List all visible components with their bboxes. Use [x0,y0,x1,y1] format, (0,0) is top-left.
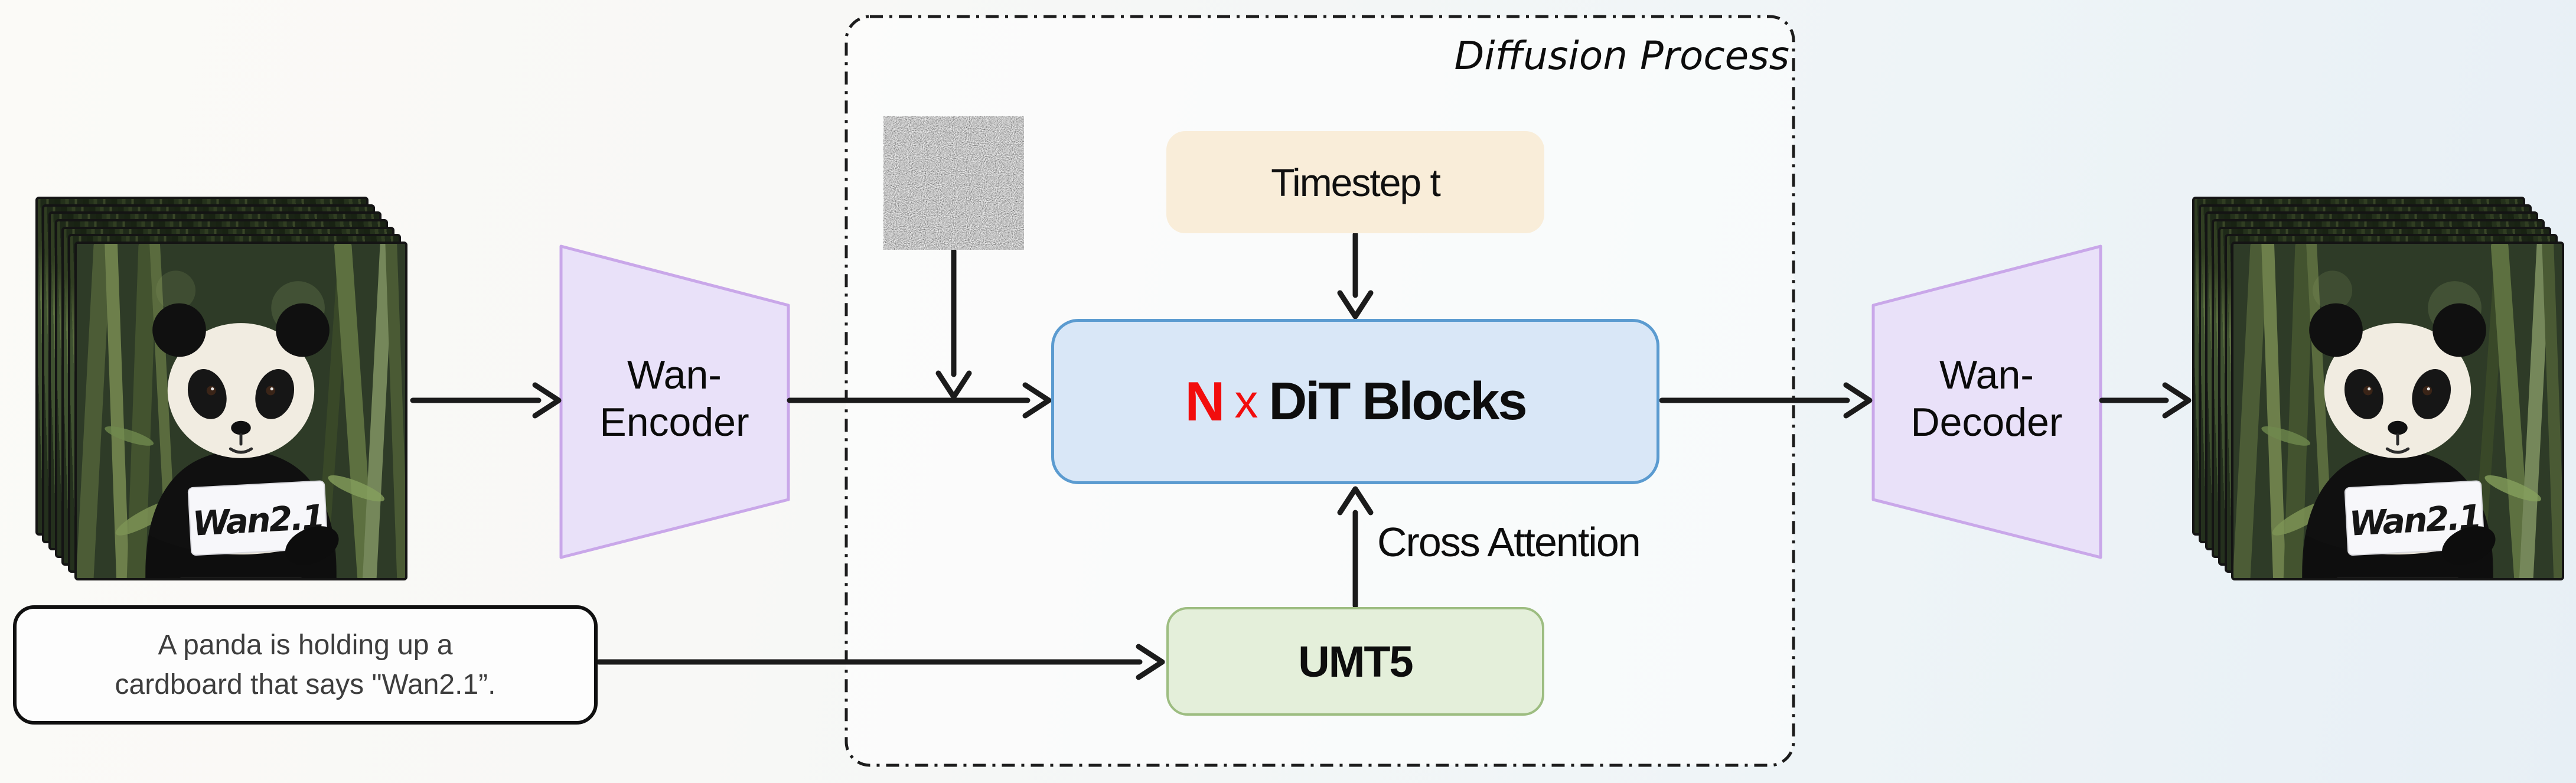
input-video-frames [35,197,409,582]
dit-label: DiT Blocks [1269,371,1527,431]
wan-encoder-label: Wan- Encoder [599,353,749,445]
wan-decoder-shape [1871,244,2102,559]
cross-attention-label: Cross Attention [1377,519,1641,565]
arrow-frames-to-encoder [410,382,562,419]
dit-n: N [1185,370,1225,432]
timestep-box: Timestep t [1166,131,1544,233]
wan-decoder-label: Wan- Decoder [1910,353,2063,445]
arrow-prompt-to-umt5 [596,644,1165,680]
arrow-noise-to-flow [935,248,972,400]
output-video-frames [2192,197,2565,582]
prompt-line-2: cardboard that says "Wan2.1”. [115,669,496,700]
arrow-timestep-to-dit [1337,231,1374,319]
panda-photo [2231,242,2564,580]
umt5-box: UMT5 [1166,607,1544,716]
prompt-line-1: A panda is holding up a [158,629,453,661]
dit-blocks-box: N x DiT Blocks [1051,319,1659,484]
arrow-umt5-to-dit [1337,486,1374,609]
noise-latent-image [883,116,1024,250]
arrow-dit-to-decoder [1659,382,1873,419]
arrow-encoder-to-dit [787,382,1052,419]
panda-photo [74,242,407,580]
umt5-label: UMT5 [1298,637,1413,686]
diffusion-process-title: Diffusion Process [1454,33,1789,79]
timestep-label: Timestep t [1271,160,1441,204]
prompt-text-box: A panda is holding up a cardboard that s… [13,605,598,725]
dit-times: x [1234,375,1258,428]
wan-encoder-shape [559,244,790,559]
arrow-decoder-to-frames [2099,382,2192,419]
